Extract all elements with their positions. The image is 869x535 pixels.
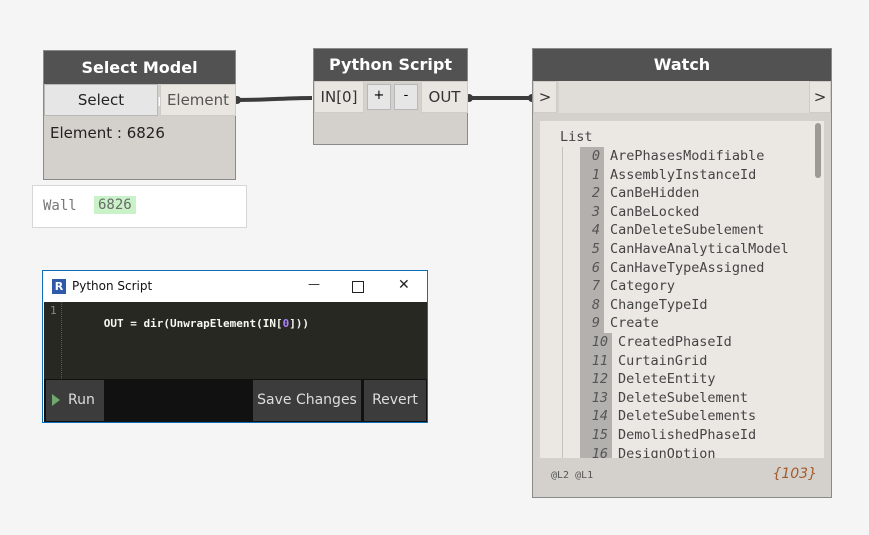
list-item: 7 Category — [580, 277, 820, 296]
list-item-name: AssemblyInstanceId — [610, 166, 757, 183]
watch-list-view[interactable]: List 0 ArePhasesModifiable 1 AssemblyInstan… — [540, 121, 824, 458]
list-item: 6 CanHaveTypeAssigned — [580, 258, 820, 278]
list-item-index: 8 — [580, 295, 604, 315]
list-item-index: 12 — [580, 370, 612, 389]
watch-output-port[interactable]: > — [809, 81, 831, 113]
node-preview-bubble: Wall 6826 — [32, 185, 247, 228]
run-button[interactable]: Run — [46, 380, 104, 421]
select-model-element-node[interactable]: Select Model Element Select Element Elem… — [43, 50, 236, 180]
maximize-icon[interactable] — [352, 281, 364, 293]
add-input-button[interactable]: + — [367, 84, 391, 110]
list-item-index: 15 — [580, 425, 612, 445]
list-item-name: DeleteEntity — [618, 371, 716, 388]
list-levels-text: @L2 @L1 — [551, 470, 594, 481]
list-item-index: 3 — [580, 202, 604, 222]
editor-window-title: Python Script — [72, 279, 153, 293]
list-item: 2 CanBeHidden — [580, 184, 820, 203]
list-item-name: CreatedPhaseId — [618, 333, 732, 350]
code-editor[interactable]: 1 OUT = dir(UnwrapElement(IN[0])) — [44, 302, 427, 379]
node-title: Select Model Element — [44, 51, 235, 110]
list-count-text: {103} — [772, 466, 817, 482]
watch-node[interactable]: Watch > > List 0 ArePhasesModifiable 1 Asse… — [532, 48, 832, 498]
list-item: 12 DeleteEntity — [580, 370, 820, 389]
code-line: OUT = dir(UnwrapElement(IN[0])) — [64, 304, 309, 343]
list-item-index: 6 — [580, 258, 604, 278]
list-item-index: 10 — [580, 332, 612, 352]
minimize-icon[interactable]: — — [308, 277, 320, 291]
list-item-index: 14 — [580, 407, 612, 426]
play-icon — [52, 394, 60, 406]
code-text: ])) — [289, 317, 310, 330]
list-item-index: 2 — [580, 184, 604, 203]
list-item: 15 DemolishedPhaseId — [580, 425, 820, 445]
list-label: List — [560, 129, 593, 145]
element-status-text: Element : 6826 — [50, 124, 165, 142]
list-item-name: Category — [610, 278, 676, 295]
revert-button[interactable]: Revert — [364, 380, 426, 421]
list-item-name: CanHaveTypeAssigned — [610, 259, 765, 276]
list-item-index: 0 — [580, 147, 604, 166]
watch-port-bar — [559, 81, 809, 113]
python-script-node[interactable]: Python Script IN[0] + - OUT — [313, 48, 468, 145]
list-item-name: DeleteSubelement — [618, 389, 749, 406]
list-item-name: CurtainGrid — [618, 352, 708, 369]
list-item: 4 CanDeleteSubelement — [580, 221, 820, 240]
list-item: 9 Create — [580, 314, 820, 333]
close-icon[interactable]: ✕ — [398, 277, 410, 293]
list-item: 8 ChangeTypeId — [580, 295, 820, 315]
list-item-index: 5 — [580, 239, 604, 259]
list-item: 0 ArePhasesModifiable — [580, 147, 820, 166]
code-text: OUT = dir(UnwrapElement(IN[ — [103, 317, 283, 330]
remove-input-button[interactable]: - — [394, 84, 418, 110]
code-index-literal: 0 — [282, 317, 290, 330]
list-item-name: CanHaveAnalyticalModel — [610, 240, 789, 257]
editor-button-bar: Run Save Changes Revert — [44, 379, 427, 422]
list-item-name: DemolishedPhaseId — [618, 426, 757, 443]
save-changes-button[interactable]: Save Changes — [253, 380, 361, 421]
list-item-name: DesignOption — [618, 445, 716, 459]
list-item: 10 CreatedPhaseId — [580, 332, 820, 352]
list-item-index: 4 — [580, 221, 604, 240]
list-scrollbar[interactable] — [815, 123, 821, 178]
line-number: 1 — [50, 304, 57, 317]
list-item-name: DeleteSubelements — [618, 408, 757, 425]
editor-titlebar[interactable]: R Python Script — ✕ — [43, 271, 427, 302]
list-item-index: 7 — [580, 277, 604, 296]
list-item-name: ChangeTypeId — [610, 296, 708, 313]
preview-value-highlight: 6826 — [94, 196, 136, 214]
list-item-name: Create — [610, 315, 659, 332]
revit-logo-icon: R — [52, 279, 66, 294]
list-item-index: 1 — [580, 165, 604, 185]
list-item-index: 9 — [580, 314, 604, 333]
list-item: 16 DesignOption — [580, 444, 820, 459]
list-item-index: 11 — [580, 351, 612, 371]
node-title: Watch — [533, 49, 831, 81]
list-item: 1 AssemblyInstanceId — [580, 165, 820, 185]
preview-type-text: Wall — [43, 198, 77, 214]
in0-input-port[interactable]: IN[0] — [314, 81, 364, 113]
wire-element-to-in0 — [236, 96, 313, 102]
list-item-name: CanBeHidden — [610, 185, 700, 202]
list-item: 11 CurtainGrid — [580, 351, 820, 371]
list-item: 13 DeleteSubelement — [580, 388, 820, 408]
node-title: Python Script — [314, 49, 467, 81]
out-output-port[interactable]: OUT — [421, 81, 468, 113]
list-item: 5 CanHaveAnalyticalModel — [580, 239, 820, 259]
list-item-name: CanDeleteSubelement — [610, 222, 765, 239]
list-item: 14 DeleteSubelements — [580, 407, 820, 426]
element-output-port[interactable]: Element — [160, 84, 236, 116]
watch-input-port[interactable]: > — [533, 81, 557, 113]
list-item-name: CanBeLocked — [610, 203, 700, 220]
list-tree-line — [562, 147, 563, 458]
list-item-index: 13 — [580, 388, 612, 408]
list-item: 3 CanBeLocked — [580, 202, 820, 222]
list-item-index: 16 — [580, 444, 612, 458]
run-label: Run — [68, 392, 95, 408]
python-editor-window[interactable]: R Python Script — ✕ 1 OUT = dir(UnwrapEl… — [42, 270, 428, 423]
list-item-name: ArePhasesModifiable — [610, 148, 765, 164]
select-button[interactable]: Select — [44, 84, 158, 116]
gutter-divider — [61, 302, 63, 379]
